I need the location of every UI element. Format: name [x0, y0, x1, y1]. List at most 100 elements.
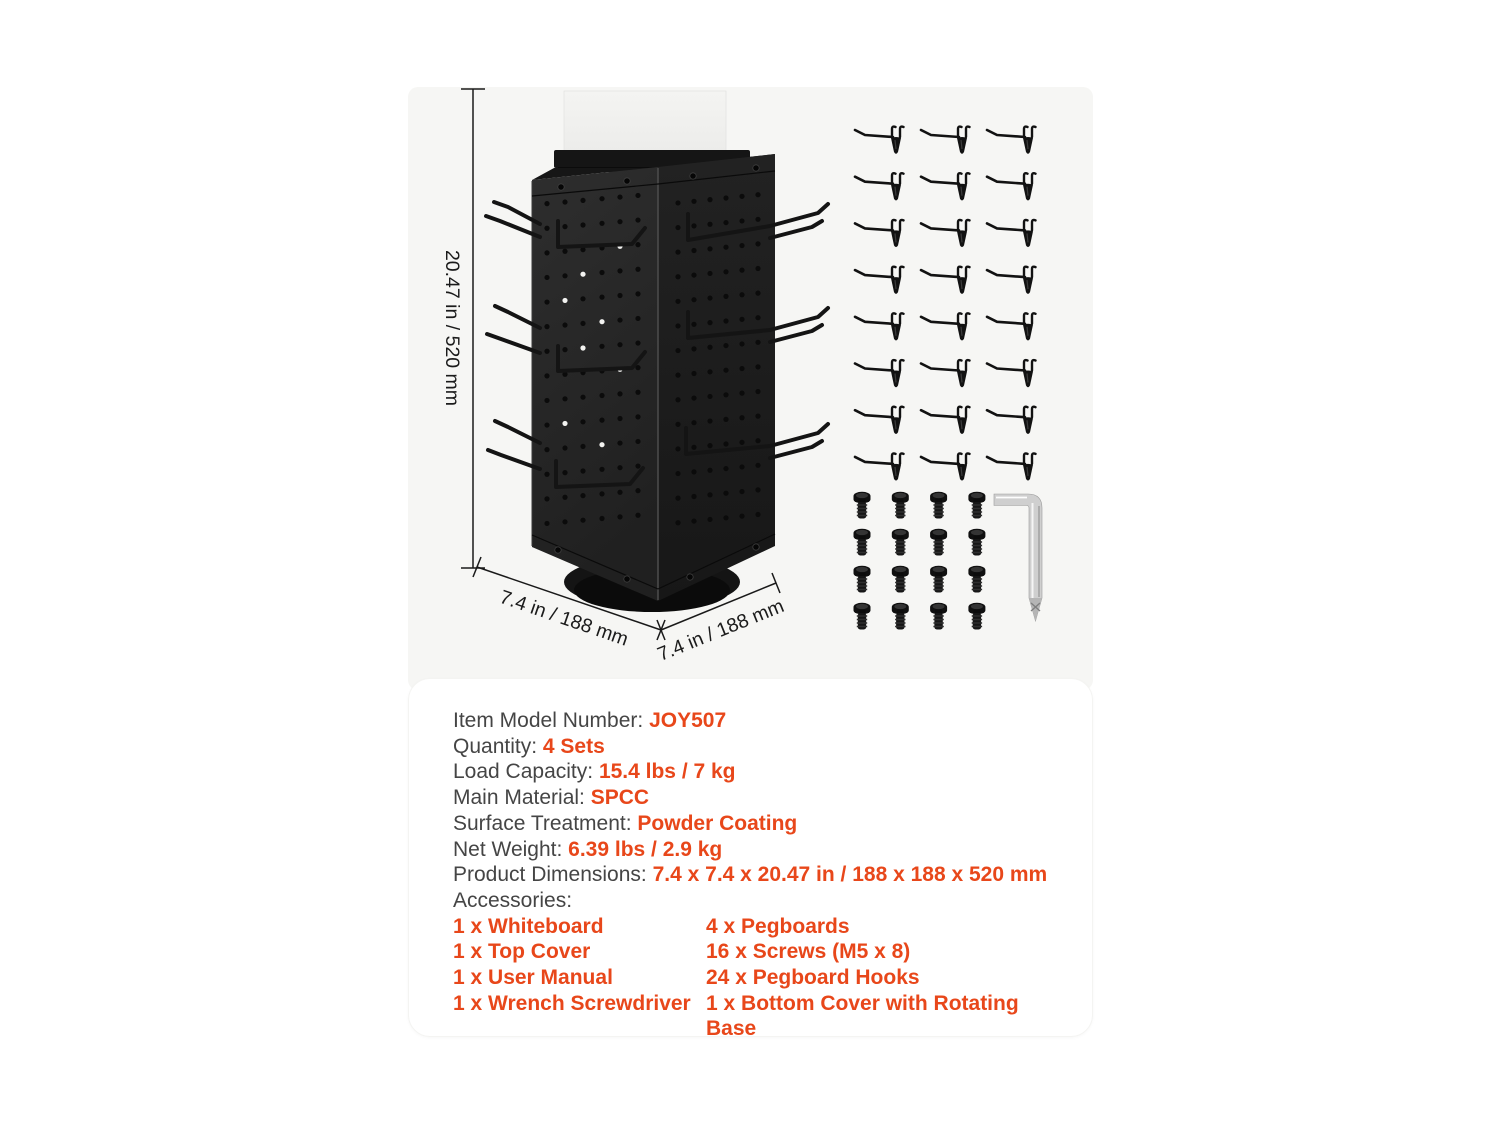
pegboard-hole — [635, 389, 641, 395]
pegboard-hole — [617, 219, 623, 225]
pegboard-hook-icon — [985, 452, 1037, 482]
pegboard-hole — [739, 439, 745, 445]
pegboard-hole — [635, 365, 641, 371]
pegboard-hole — [580, 222, 586, 228]
pegboard-hole — [707, 369, 713, 375]
pegboard-hole — [544, 274, 550, 281]
pegboard-hole — [675, 347, 681, 354]
pegboard-hole — [691, 370, 697, 377]
pegboard-hole — [755, 462, 761, 468]
screw-icon — [967, 565, 987, 594]
pegboard-hole — [635, 217, 641, 223]
pegboard-hole — [739, 390, 745, 396]
spec-main-material: Main Material: SPCC — [453, 786, 650, 810]
pegboard-hole — [723, 465, 729, 472]
pegboard-hole — [635, 315, 641, 322]
pegboard-hole — [544, 348, 550, 354]
pegboard-hole — [723, 269, 729, 275]
screw-icon — [967, 491, 987, 520]
pegboard-hole — [580, 443, 586, 450]
pegboard-hole — [739, 292, 745, 298]
pegboard-hole — [707, 295, 713, 301]
pegboard-hole — [617, 268, 623, 274]
pegboard-hole — [691, 469, 697, 475]
frame-screws — [554, 164, 760, 583]
pegboard-hole — [599, 417, 605, 423]
screw-icon — [852, 528, 872, 557]
pegboard-hook-icon — [985, 405, 1037, 436]
pegboard-hole — [635, 414, 641, 420]
pegboard-hole — [562, 470, 568, 476]
pegboard-hole — [580, 517, 586, 523]
screw-icon — [891, 602, 910, 631]
pegboard-hole — [675, 224, 681, 231]
pegboard-hole — [617, 194, 623, 200]
pegboard-hole — [723, 392, 729, 398]
pegboard-hole — [562, 224, 568, 230]
pegboard-hole — [599, 220, 605, 226]
pegboard-hole — [599, 343, 605, 349]
pegboard-hole — [675, 520, 681, 526]
pegboard-hook-icon — [853, 125, 905, 156]
pegboard-hole — [707, 221, 713, 227]
pegboard-hole — [580, 247, 586, 253]
accessory-item: 4 x Pegboards — [706, 914, 850, 938]
pegboard-hook-icon — [985, 125, 1037, 156]
tower-top-face — [532, 154, 775, 180]
pegboard-hole — [755, 241, 761, 247]
accessory-row: 1 x Whiteboard 4 x Pegboards — [453, 914, 1072, 940]
pegboard-hole — [544, 496, 550, 502]
pegboard-hole — [723, 441, 729, 447]
pegboard-hole — [635, 291, 641, 297]
pegboard-hole — [707, 320, 713, 326]
pegboard-hole — [544, 397, 550, 404]
pegboard-hole — [691, 444, 697, 450]
pegboard-hole — [707, 270, 713, 277]
pegboard-hole — [723, 293, 729, 299]
pegboard-hole — [755, 339, 761, 345]
pegboard-hole — [723, 342, 729, 349]
pegboard-hole — [707, 418, 713, 424]
pegboard-hole — [707, 516, 713, 523]
spec-card: Item Model Number: JOY507 Quantity: 4 Se… — [408, 678, 1093, 1040]
pegboard-hole — [599, 491, 605, 497]
pegboard-hole — [723, 318, 729, 324]
screw-icon — [852, 491, 872, 520]
accessory-item: 1 x Whiteboard — [453, 914, 604, 938]
pegboard-hook-icon — [853, 405, 905, 436]
pegboard-hole — [755, 364, 761, 370]
pegboard-hook-icon — [919, 171, 971, 202]
pegboard-hook-icon — [985, 312, 1037, 342]
pegboard-hole — [691, 272, 697, 278]
pegboard-hole — [562, 248, 568, 254]
pegboard-hole — [580, 197, 586, 204]
pegboard-hole — [562, 273, 568, 279]
spec-list: Item Model Number: JOY507 Quantity: 4 Se… — [453, 708, 1072, 1042]
pegboard-hole — [562, 322, 568, 328]
pegboard-hole — [707, 393, 713, 400]
pegboard-hole — [723, 490, 729, 496]
pegboard-hole — [544, 422, 550, 428]
pegboard-hole — [707, 246, 713, 252]
pegboard-hole — [739, 316, 745, 322]
pegboard-hole — [544, 225, 550, 231]
pegboard-hole — [755, 315, 761, 321]
pegboard-hook-icon — [985, 171, 1037, 202]
pegboard-hole — [562, 371, 568, 377]
pegboard-hole — [635, 512, 641, 518]
pegboard-hole — [599, 466, 605, 472]
pegboard-hook-icon — [919, 265, 971, 296]
pegboard-hole — [635, 463, 641, 469]
pegboard-hook-icon — [985, 358, 1037, 389]
screw-icon — [852, 602, 872, 631]
pegboard-hole — [739, 464, 745, 470]
pegboard-hook-icon — [853, 452, 905, 482]
pegboard-hole — [691, 346, 697, 352]
pegboard-hole — [617, 415, 623, 422]
pegboard-hole — [617, 440, 623, 446]
pegboard-hole — [739, 415, 745, 421]
pegboard-hole — [580, 345, 586, 351]
l-wrench-icon — [993, 493, 1043, 623]
